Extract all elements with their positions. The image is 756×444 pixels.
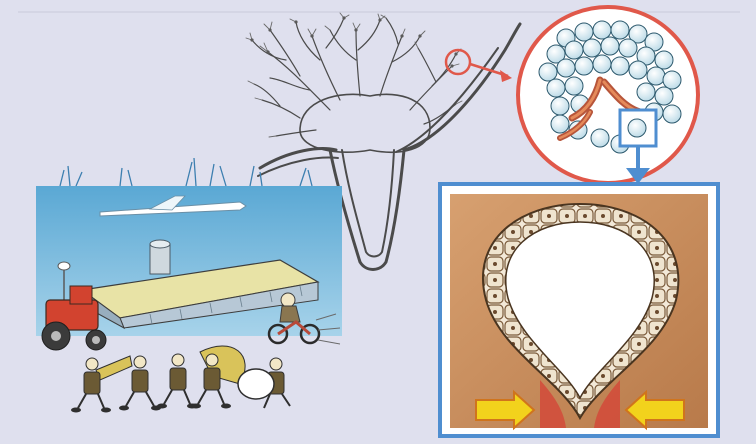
alveolus-cross-section bbox=[440, 184, 718, 436]
alveoli-cluster-inset bbox=[518, 7, 698, 184]
